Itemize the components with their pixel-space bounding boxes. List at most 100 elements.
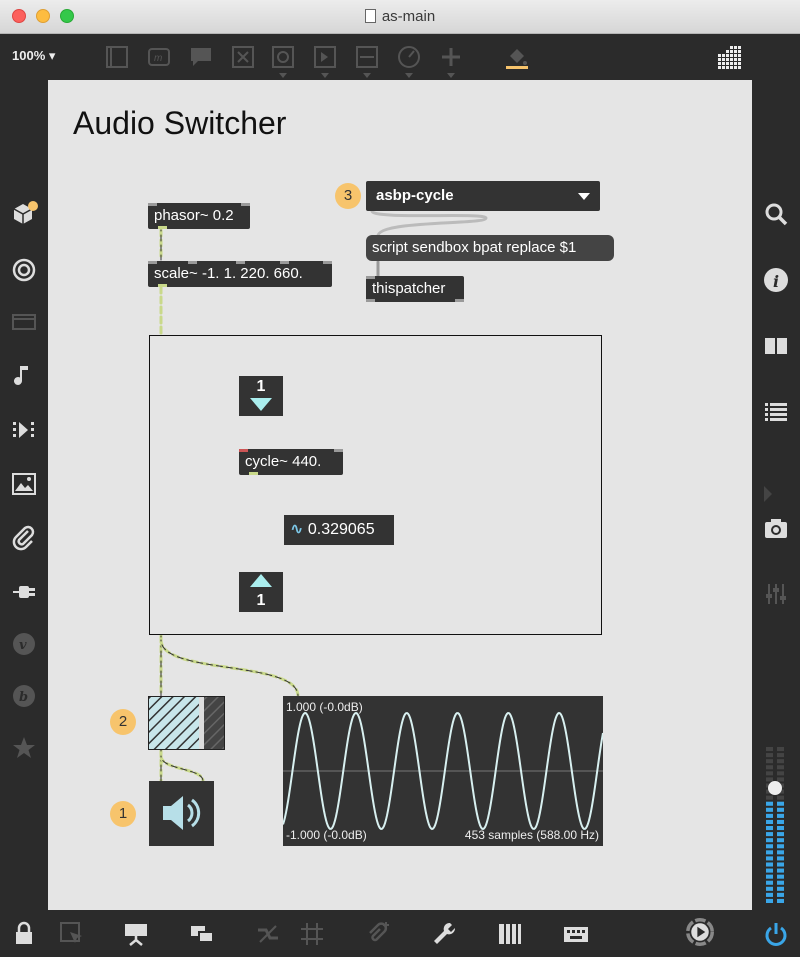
favorites-button[interactable] <box>10 734 38 762</box>
close-window-button[interactable] <box>12 9 26 23</box>
step-badge-1: 1 <box>110 801 136 827</box>
inlet[interactable] <box>280 261 289 264</box>
audio-level-meter[interactable] <box>762 746 788 904</box>
audio-power-button[interactable] <box>762 920 790 948</box>
collapse-sidebar-handle[interactable] <box>754 480 772 508</box>
new-object-button[interactable] <box>104 44 130 70</box>
inlet[interactable] <box>334 449 343 452</box>
svg-text:m: m <box>154 53 162 64</box>
grid-toggle-button[interactable] <box>298 920 326 948</box>
attachments-button[interactable] <box>10 524 38 552</box>
inspector-button[interactable]: i <box>762 266 790 294</box>
package-manager-button[interactable] <box>10 200 38 228</box>
presentation-mode-button[interactable] <box>122 920 150 948</box>
inlet[interactable] <box>239 449 248 452</box>
bang-icon <box>272 46 294 68</box>
dropdown-arrow-icon <box>578 193 590 200</box>
new-button-object[interactable] <box>270 44 296 78</box>
vizzie-button[interactable]: v <box>10 630 38 658</box>
wrench-icon <box>434 922 456 944</box>
outlet[interactable] <box>366 299 375 302</box>
mixer-button[interactable] <box>762 580 790 608</box>
new-slider-button[interactable] <box>354 44 380 78</box>
maximize-window-button[interactable] <box>60 9 74 23</box>
device-button[interactable] <box>10 308 38 336</box>
patch-select-menu[interactable]: asbp-cycle <box>366 181 600 211</box>
fill-color-button[interactable] <box>504 44 530 70</box>
scale-object-text: scale~ -1. 1. 220. 660. <box>154 265 303 282</box>
snapshot-button[interactable] <box>762 514 790 542</box>
scope-min-label: -1.000 (-0.0dB) <box>286 828 367 842</box>
window-title: as-main <box>0 8 800 25</box>
svg-text:i: i <box>773 272 779 291</box>
image-browser-button[interactable] <box>10 470 38 498</box>
inlet[interactable] <box>366 276 375 279</box>
phasor-object[interactable]: phasor~ 0.2 <box>148 203 250 229</box>
inlet[interactable] <box>241 203 250 206</box>
beap-button[interactable]: b <box>10 682 38 710</box>
oscilloscope-display[interactable]: 1.000 (-0.0dB) -1.000 (-0.0dB) 453 sampl… <box>283 696 603 846</box>
inlet-number-box[interactable]: 1 <box>239 376 283 416</box>
media-button[interactable] <box>10 416 38 444</box>
new-dial-button[interactable] <box>396 44 422 78</box>
piano-icon <box>499 924 521 944</box>
inlet[interactable] <box>148 203 157 206</box>
new-view-button[interactable] <box>188 920 216 948</box>
new-toggle-button[interactable] <box>230 44 256 70</box>
script-message-box[interactable]: script sendbox bpat replace $1 <box>366 235 614 261</box>
selection-mode-button[interactable] <box>58 920 86 948</box>
zoom-menu[interactable]: 100% ▾ <box>12 48 55 64</box>
grid-view-button[interactable] <box>716 44 742 70</box>
meter-segment <box>766 765 773 770</box>
minimize-window-button[interactable] <box>36 9 50 23</box>
meter-segment <box>777 807 784 812</box>
patch-cord <box>159 638 300 698</box>
new-number-button[interactable] <box>312 44 338 78</box>
outlet[interactable] <box>158 226 167 229</box>
slider-icon <box>356 46 378 68</box>
step-badge-2: 2 <box>110 709 136 735</box>
inlet[interactable] <box>148 261 157 264</box>
gain-slider[interactable] <box>148 696 225 750</box>
add-dependency-button[interactable] <box>364 920 392 948</box>
object-box-icon <box>106 46 128 68</box>
star-icon <box>13 737 35 758</box>
target-button[interactable] <box>10 256 38 284</box>
dot-grid-icon <box>718 46 741 69</box>
bpatcher-container[interactable]: 1 cycle~ 440. 1 <box>149 335 602 635</box>
meter-segment <box>777 753 784 758</box>
audio-browser-button[interactable] <box>10 362 38 390</box>
outlet[interactable] <box>455 299 464 302</box>
patch-cord-mode-button[interactable] <box>254 920 282 948</box>
settings-button[interactable] <box>430 920 458 948</box>
volume-knob[interactable] <box>768 781 782 796</box>
mixer-icon <box>766 584 786 604</box>
new-message-button[interactable]: m <box>146 44 172 70</box>
search-button[interactable] <box>762 200 790 228</box>
midi-keyboard-button[interactable] <box>496 920 524 948</box>
chevron-down-icon <box>321 73 329 78</box>
scale-object[interactable]: scale~ -1. 1. 220. 660. <box>148 261 332 287</box>
patcher-list-button[interactable] <box>762 398 790 426</box>
lock-button[interactable] <box>10 920 38 948</box>
plugins-button[interactable] <box>10 578 38 606</box>
meter-segment <box>777 874 784 879</box>
transport-button[interactable] <box>686 918 718 950</box>
patch-cord <box>370 209 488 238</box>
audio-output-button[interactable] <box>149 781 214 846</box>
signal-number-box[interactable]: ∿ 0.329065 <box>284 515 394 545</box>
inlet[interactable] <box>188 261 197 264</box>
inlet[interactable] <box>236 261 245 264</box>
inlet[interactable] <box>323 261 332 264</box>
paint-bucket-icon <box>506 49 528 69</box>
thispatcher-object[interactable]: thispatcher <box>366 276 464 302</box>
computer-keyboard-button[interactable] <box>562 920 590 948</box>
reference-button[interactable] <box>762 332 790 360</box>
cycle-object[interactable]: cycle~ 440. <box>239 449 343 475</box>
add-object-button[interactable] <box>438 44 464 78</box>
outlet[interactable] <box>158 284 167 287</box>
outlet-number-box[interactable]: 1 <box>239 572 283 612</box>
patcher-canvas[interactable]: Audio Switcher <box>48 80 752 910</box>
outlet[interactable] <box>249 472 258 475</box>
new-comment-button[interactable] <box>188 44 214 70</box>
